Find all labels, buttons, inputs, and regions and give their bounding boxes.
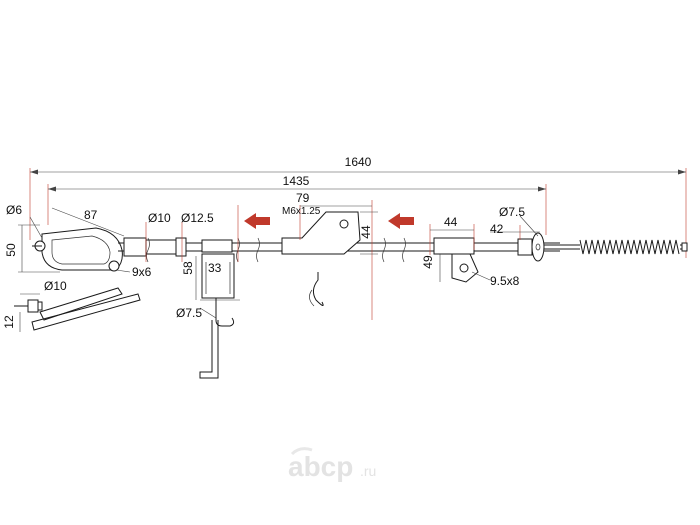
dim-main-label: 1435 (283, 174, 310, 188)
dim-overall-label: 1640 (345, 155, 372, 169)
watermark-suffix: .ru (360, 463, 376, 479)
left-clamp-bracket (195, 239, 240, 379)
center-bracket-width-label: 79 (296, 191, 310, 205)
pin-detail (14, 287, 141, 332)
end-diameter-label: Ø7.5 (499, 205, 525, 219)
right-clamp-bracket (429, 224, 491, 283)
end-offset-label: 42 (490, 222, 504, 236)
sleeve-diameter-b-label: Ø12.5 (181, 211, 214, 225)
end-fitting (490, 215, 688, 262)
watermark-brand: abcp (288, 451, 353, 482)
dimension-overall: 1640 (29, 155, 687, 258)
center-bracket-height-label: 44 (359, 225, 373, 239)
pin-height-label: 12 (2, 315, 16, 329)
thread-label: M6x1.25 (282, 206, 321, 217)
lever-bracket (32, 227, 123, 272)
lever-height-label: 50 (4, 243, 18, 257)
slot-label: 9x6 (132, 265, 152, 279)
right-bracket-height-label: 49 (421, 255, 435, 269)
right-slot-label: 9.5x8 (490, 274, 520, 288)
pin-diameter-label: Ø10 (44, 279, 67, 293)
sleeve-diameter-a-label: Ø10 (148, 211, 171, 225)
bracket-height-label: 58 (181, 261, 195, 275)
lever-width-label: 87 (84, 208, 98, 222)
direction-arrow-left (244, 213, 270, 229)
right-bracket-width-label: 44 (444, 215, 458, 229)
lever-hole-label: Ø6 (6, 203, 22, 217)
hook-diameter-left-label: Ø7.5 (176, 306, 202, 320)
watermark-logo: abcp .ru (288, 447, 376, 482)
direction-arrow-right (388, 213, 414, 229)
center-mounting-bracket (281, 200, 378, 320)
dimension-main: 1435 (47, 174, 547, 235)
bracket-width-label: 33 (208, 261, 222, 275)
